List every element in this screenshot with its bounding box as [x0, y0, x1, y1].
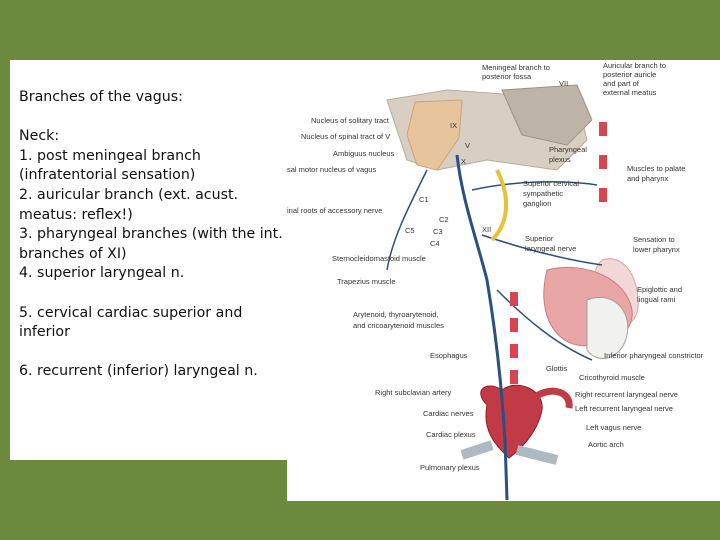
item-2-line-1: 2. auricular branch (ext. acust.: [19, 186, 239, 203]
label-auricular-4: external meatus: [603, 88, 657, 97]
label-c1: C1: [419, 195, 429, 204]
vagus-branch-pharyngeal: [471, 180, 598, 191]
label-sup-laryngeal-1: Superior: [525, 234, 554, 243]
label-scm: Sternocleidomastoid muscle: [332, 254, 426, 263]
label-cn-ix: IX: [450, 121, 457, 130]
larynx-shape: [586, 297, 629, 359]
aorta-shape: [529, 387, 573, 409]
label-meningeal-1: Meningeal branch to: [482, 63, 550, 72]
label-c3: C3: [433, 227, 443, 236]
label-cardiac-nerves: Cardiac nerves: [423, 409, 474, 418]
label-accessory-roots: inal roots of accessory nerve: [287, 206, 382, 215]
vagus-branch-recurrent: [496, 289, 593, 361]
label-ambiguus: Ambiguus nucleus: [333, 149, 395, 158]
label-c4: C4: [430, 239, 440, 248]
label-aortic-arch: Aortic arch: [588, 440, 624, 449]
label-arytenoid-1: Arytenoid, thyroarytenoid,: [353, 310, 438, 319]
label-cardiac-plexus: Cardiac plexus: [426, 430, 476, 439]
muscle-marker-6: [510, 344, 518, 358]
label-glottis: Glottis: [546, 364, 568, 373]
label-sensation-2: lower pharynx: [633, 245, 680, 254]
label-right-subclavian: Right subclavian artery: [375, 388, 452, 397]
label-cn-xii: XII: [482, 225, 491, 234]
label-sup-laryngeal-2: laryngeal nerve: [525, 244, 576, 253]
muscle-marker-2: [599, 155, 607, 169]
label-sup-cervical-1: Superior cervical: [523, 179, 579, 188]
label-trapezius: Trapezius muscle: [337, 277, 396, 286]
label-right-recurrent: Right recurrent laryngeal nerve: [575, 390, 678, 399]
medulla-shape: [406, 99, 463, 171]
label-inf-constrictor: Inferior pharyngeal constrictor: [604, 351, 704, 360]
muscle-marker-3: [599, 188, 607, 202]
label-cricothyroid: Cricothyroid muscle: [579, 373, 645, 382]
vagus-branch-sup-laryngeal: [481, 234, 603, 266]
bronchi-shape: [460, 440, 559, 465]
label-cn-v: V: [465, 141, 470, 150]
label-esophagus: Esophagus: [430, 351, 468, 360]
label-arytenoid-2: and cricoarytenoid muscles: [353, 321, 444, 330]
label-auricular-1: Auricular branch to: [603, 61, 666, 70]
item-5-line-1: 5. cervical cardiac superior and: [19, 304, 243, 321]
slide-title: Branches of the vagus:: [19, 89, 183, 105]
item-1-line-2: (infratentorial sensation): [19, 167, 196, 184]
hypoglossal-nerve: [490, 169, 509, 242]
temporal-bone-shape: [501, 84, 593, 146]
item-3-line-2: branches of XI): [19, 245, 127, 262]
label-sensation-1: Sensation to: [633, 235, 675, 244]
label-pharyngeal-plexus-1: Pharyngeal: [549, 145, 587, 154]
muscle-marker-5: [510, 318, 518, 332]
muscle-marker-7: [510, 370, 518, 384]
label-solitary: Nucleus of solitary tract: [311, 116, 390, 125]
muscle-marker-4: [510, 292, 518, 306]
item-4: 4. superior laryngeal n.: [19, 265, 185, 282]
item-5-line-2: inferior: [19, 324, 70, 341]
label-cn-x: X: [461, 157, 466, 166]
label-auricular-3: and part of: [603, 79, 640, 88]
label-meningeal-2: posterior fossa: [482, 72, 532, 81]
label-auricular-2: posterior auricle: [603, 70, 656, 79]
item-2-line-2: meatus: reflex!): [19, 206, 133, 223]
muscle-marker-1: [599, 122, 607, 136]
heart-shape: [480, 384, 543, 459]
label-sup-cervical-3: ganglion: [523, 199, 551, 208]
label-cn-vii: VII: [559, 79, 568, 88]
item-6: 6. recurrent (inferior) laryngeal n.: [19, 363, 258, 380]
label-left-recurrent: Left recurrent laryngeal nerve: [575, 404, 673, 413]
neck-heading: Neck:: [19, 128, 60, 145]
label-muscles-palate-1: Muscles to palate: [627, 164, 685, 173]
label-c5: C5: [405, 226, 415, 235]
label-pulmonary-plexus: Pulmonary plexus: [420, 463, 480, 472]
text-panel: [10, 60, 287, 460]
label-sup-cervical-2: sympathetic: [523, 189, 563, 198]
label-spinal-v: Nucleus of spinal tract of V: [301, 132, 390, 141]
vagus-trunk: [455, 154, 509, 501]
label-epiglottic-2: lingual rami: [637, 295, 676, 304]
label-muscles-palate-2: and pharynx: [627, 174, 669, 183]
vagus-branches-text: Branches of the vagus: Neck: 1. post men…: [19, 88, 289, 382]
label-epiglottic-1: Epiglottic and: [637, 285, 682, 294]
label-c2: C2: [439, 215, 449, 224]
label-left-vagus: Left vagus nerve: [586, 423, 641, 432]
accessory-nerve: [386, 169, 428, 271]
label-pharyngeal-plexus-2: plexus: [549, 155, 571, 164]
item-1-line-1: 1. post meningeal branch: [19, 147, 201, 164]
label-dorsal-motor: sal motor nucleus of vagus: [287, 165, 376, 174]
item-3-line-1: 3. pharyngeal branches (with the int.: [19, 226, 283, 243]
vagus-nerve-diagram: Meningeal branch to posterior fossa Auri…: [287, 60, 720, 501]
